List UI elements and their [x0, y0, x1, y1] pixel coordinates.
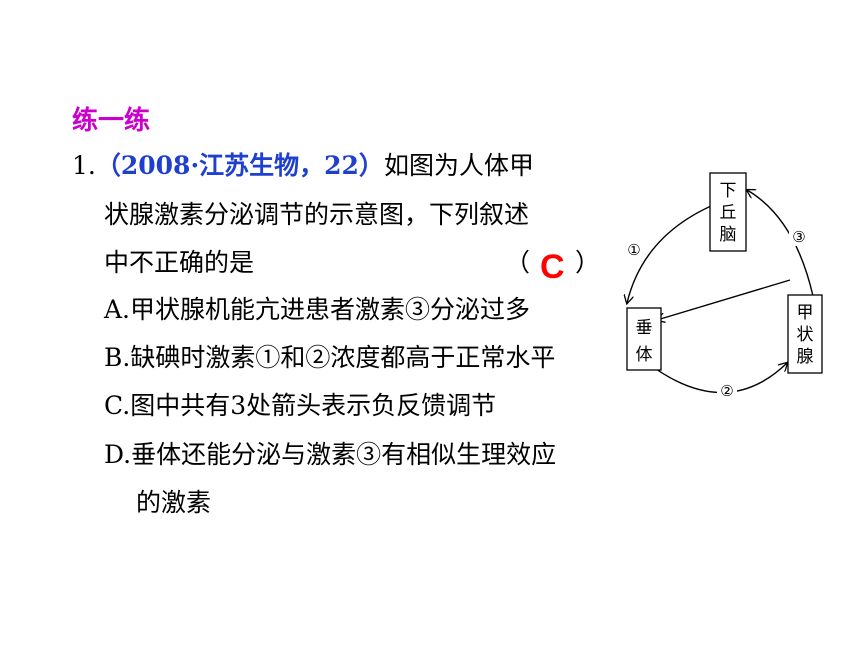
option-d: D.垂体还能分泌与激素③有相似生理效应 [104, 439, 556, 471]
option-text: 甲状腺机能亢进患者激素③分泌过多 [130, 295, 531, 324]
thyroid-char-1: 甲 [797, 303, 814, 323]
question-number: 1. [72, 151, 96, 180]
answer-letter: C [540, 248, 565, 286]
answer-paren-open: （ [505, 248, 531, 277]
arrow-thyroid-to-pituitary [657, 279, 791, 320]
pituitary-box [626, 307, 662, 371]
option-text: 图中共有3处箭头表示负反馈调节 [130, 391, 497, 420]
question-line-2: 状腺激素分泌调节的示意图，下列叙述 [104, 200, 530, 229]
question-line-1: 1.（2008·江苏生物，22）如图为人体甲 [72, 150, 534, 182]
question-source: （2008·江苏生物，22） [95, 151, 384, 180]
thyroid-box [787, 294, 823, 374]
option-text: 垂体还能分泌与激素③有相似生理效应 [131, 440, 557, 469]
pituitary-char-2: 体 [636, 345, 653, 365]
pituitary-char-1: 垂 [636, 318, 653, 338]
option-d-continuation: 的激素 [136, 488, 212, 517]
arc-pituitary-to-thyroid [644, 360, 787, 394]
hormone-mark-1: ① [627, 241, 640, 259]
question-line-3: 中不正确的是 [104, 248, 255, 277]
option-label: A. [104, 295, 131, 324]
hormone-regulation-diagram: 下 丘 脑 垂 体 甲 状 腺 ① ③ ② [615, 172, 823, 400]
option-b: B.缺碘时激素①和②浓度都高于正常水平 [104, 342, 555, 374]
answer-paren-close: ） [575, 248, 601, 277]
option-label: B. [104, 343, 131, 372]
hormone-mark-2: ② [720, 382, 733, 400]
option-label: C. [104, 391, 131, 420]
option-a: A.甲状腺机能亢进患者激素③分泌过多 [104, 294, 530, 326]
hypothalamus-char-3: 脑 [720, 225, 737, 245]
section-heading: 练一练 [72, 106, 151, 136]
arc-thyroid-to-hypothalamus [747, 190, 814, 297]
option-text: 缺碘时激素①和②浓度都高于正常水平 [130, 343, 556, 372]
hormone-mark-3: ③ [792, 228, 805, 246]
question-text-1: 如图为人体甲 [383, 151, 534, 180]
hypothalamus-char-2: 丘 [720, 203, 737, 223]
option-label: D. [104, 440, 132, 469]
option-c: C.图中共有3处箭头表示负反馈调节 [104, 390, 496, 422]
thyroid-char-2: 状 [797, 325, 814, 345]
hypothalamus-char-1: 下 [720, 181, 737, 201]
hypothalamus-box [709, 172, 747, 252]
thyroid-char-3: 腺 [797, 347, 814, 367]
